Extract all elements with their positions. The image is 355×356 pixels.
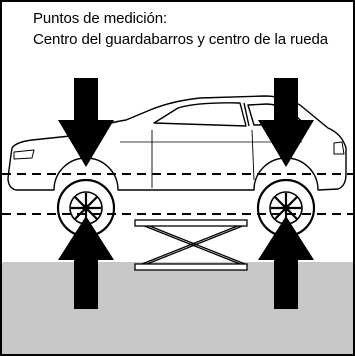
ground-area	[2, 262, 353, 354]
measurement-diagram	[2, 78, 353, 354]
arrow-up-icon	[58, 216, 114, 309]
front-wheel	[56, 178, 116, 238]
headlight	[13, 149, 35, 160]
lift-arm-4	[146, 224, 246, 265]
scissor-lift	[134, 219, 248, 271]
side-window	[153, 102, 247, 127]
caption-line-2: Centro del guardabarros y centro de la r…	[33, 31, 328, 48]
lift-base	[134, 263, 248, 271]
arrow-down-icon	[258, 78, 314, 167]
door-line-2	[251, 129, 255, 181]
lift-arm-3	[141, 224, 241, 265]
lift-top	[134, 219, 248, 227]
arrow-down-icon	[58, 78, 114, 167]
taillight	[333, 141, 345, 155]
caption-line-1: Puntos de medición:	[33, 10, 168, 27]
arrow-up-icon	[258, 216, 314, 309]
caption: Puntos de medición: Centro del guardabar…	[33, 8, 328, 50]
rear-wheel	[256, 178, 316, 238]
b-pillar	[243, 102, 250, 127]
